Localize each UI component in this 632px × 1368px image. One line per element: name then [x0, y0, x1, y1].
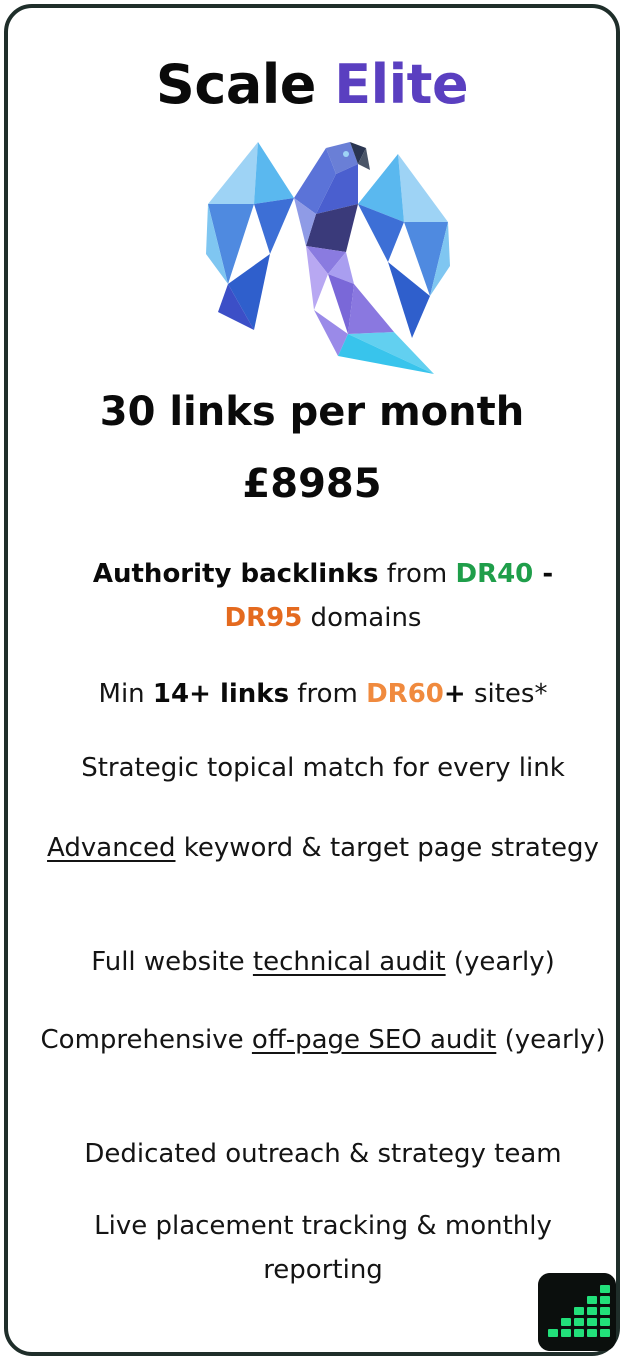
feature-underlined: Advanced: [47, 833, 176, 863]
feature-text: Full website: [91, 947, 253, 977]
feature-plus: +: [443, 679, 466, 709]
feature-underlined: off-page SEO audit: [251, 1025, 497, 1055]
links-per-month: 30 links per month: [99, 389, 525, 435]
origami-parrot-icon: [206, 142, 450, 374]
feature-text: Comprehensive: [40, 1025, 252, 1055]
feature-text: domains: [302, 603, 422, 633]
feature-offpage-audit: Comprehensive off-page SEO audit (yearly…: [38, 1018, 608, 1062]
feature-topical-match: Strategic topical match for every link: [81, 753, 565, 783]
plan-title-accent: Elite: [334, 53, 469, 116]
feature-authority-backlinks: Authority backlinks from DR40 - DR95 doma…: [38, 552, 608, 640]
feature-text: (yearly): [445, 947, 555, 977]
plan-price: £8985: [242, 461, 382, 507]
dr-high-label: DR95: [224, 603, 303, 633]
feature-min-links: Min 14+ links from DR60+ sites*: [38, 672, 608, 716]
feature-dash: -: [533, 559, 554, 589]
growth-bars-logo-icon: [538, 1273, 616, 1351]
feature-text: Min: [98, 679, 153, 709]
feature-text: from: [378, 559, 456, 589]
plan-title: Scale Elite: [8, 58, 616, 112]
feature-live-tracking: Live placement tracking & monthly report…: [94, 1211, 552, 1285]
feature-underlined: technical audit: [252, 947, 446, 977]
dr-low-label: DR40: [455, 559, 534, 589]
feature-technical-audit: Full website technical audit (yearly): [38, 940, 608, 984]
pricing-card: Scale Elite 30 links: [4, 4, 620, 1356]
dr-label: DR60: [366, 679, 444, 709]
plan-title-main: Scale: [155, 53, 316, 116]
feature-text: from: [289, 679, 367, 709]
feature-bold: 14+ links: [152, 679, 290, 709]
feature-text: (yearly): [496, 1025, 606, 1055]
feature-bold: Authority backlinks: [92, 559, 379, 589]
feature-text: keyword & target page strategy: [175, 833, 599, 863]
feature-text: sites*: [465, 679, 548, 709]
feature-keyword-strategy: Advanced keyword & target page strategy: [38, 826, 608, 870]
feature-outreach-team: Dedicated outreach & strategy team: [84, 1139, 562, 1169]
